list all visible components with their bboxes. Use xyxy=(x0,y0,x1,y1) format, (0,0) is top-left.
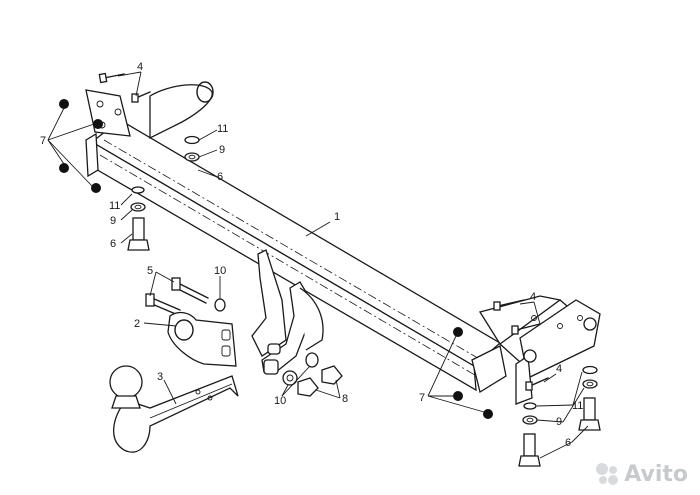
callout-4-left: 4 xyxy=(137,61,143,73)
tow-ball-arm xyxy=(109,365,239,453)
callout-10-lower: 10 xyxy=(274,395,286,407)
callout-7-right: 7 xyxy=(419,392,425,404)
center-fasteners xyxy=(214,298,343,397)
callout-9-upper: 9 xyxy=(219,144,225,156)
left-fasteners xyxy=(59,72,200,251)
callout-5: 5 xyxy=(147,265,153,277)
avito-watermark: Avito xyxy=(594,461,688,487)
avito-brand-text: Avito xyxy=(624,461,688,487)
callout-11-right: 11 xyxy=(572,400,583,412)
callout-8: 8 xyxy=(342,393,348,405)
callout-1: 1 xyxy=(334,211,340,223)
callout-6-left: 6 xyxy=(110,238,116,250)
leader-lines xyxy=(47,71,589,459)
callout-11-left: 11 xyxy=(109,200,120,212)
right-mounting-bracket xyxy=(471,295,601,405)
callout-4-right-lower: 4 xyxy=(556,363,562,375)
callout-labels: 1 2 3 4 4 4 5 6 6 6 7 7 8 9 9 9 10 10 11… xyxy=(40,61,583,449)
center-drop-plates xyxy=(251,249,324,375)
callout-9-left: 9 xyxy=(110,215,116,227)
avito-logo-icon xyxy=(596,463,619,485)
callout-6-upper: 6 xyxy=(217,171,223,183)
callout-10-upper: 10 xyxy=(214,265,226,277)
callout-4-right-upper: 4 xyxy=(530,291,536,303)
callout-11-upper: 11 xyxy=(217,123,228,135)
callout-2: 2 xyxy=(134,318,140,330)
callout-3: 3 xyxy=(157,371,163,383)
callout-7-left: 7 xyxy=(40,135,46,147)
socket-plate-and-bolts xyxy=(145,277,237,367)
callout-9-right: 9 xyxy=(556,416,562,428)
right-fasteners xyxy=(453,299,601,467)
callout-6-right: 6 xyxy=(565,437,571,449)
